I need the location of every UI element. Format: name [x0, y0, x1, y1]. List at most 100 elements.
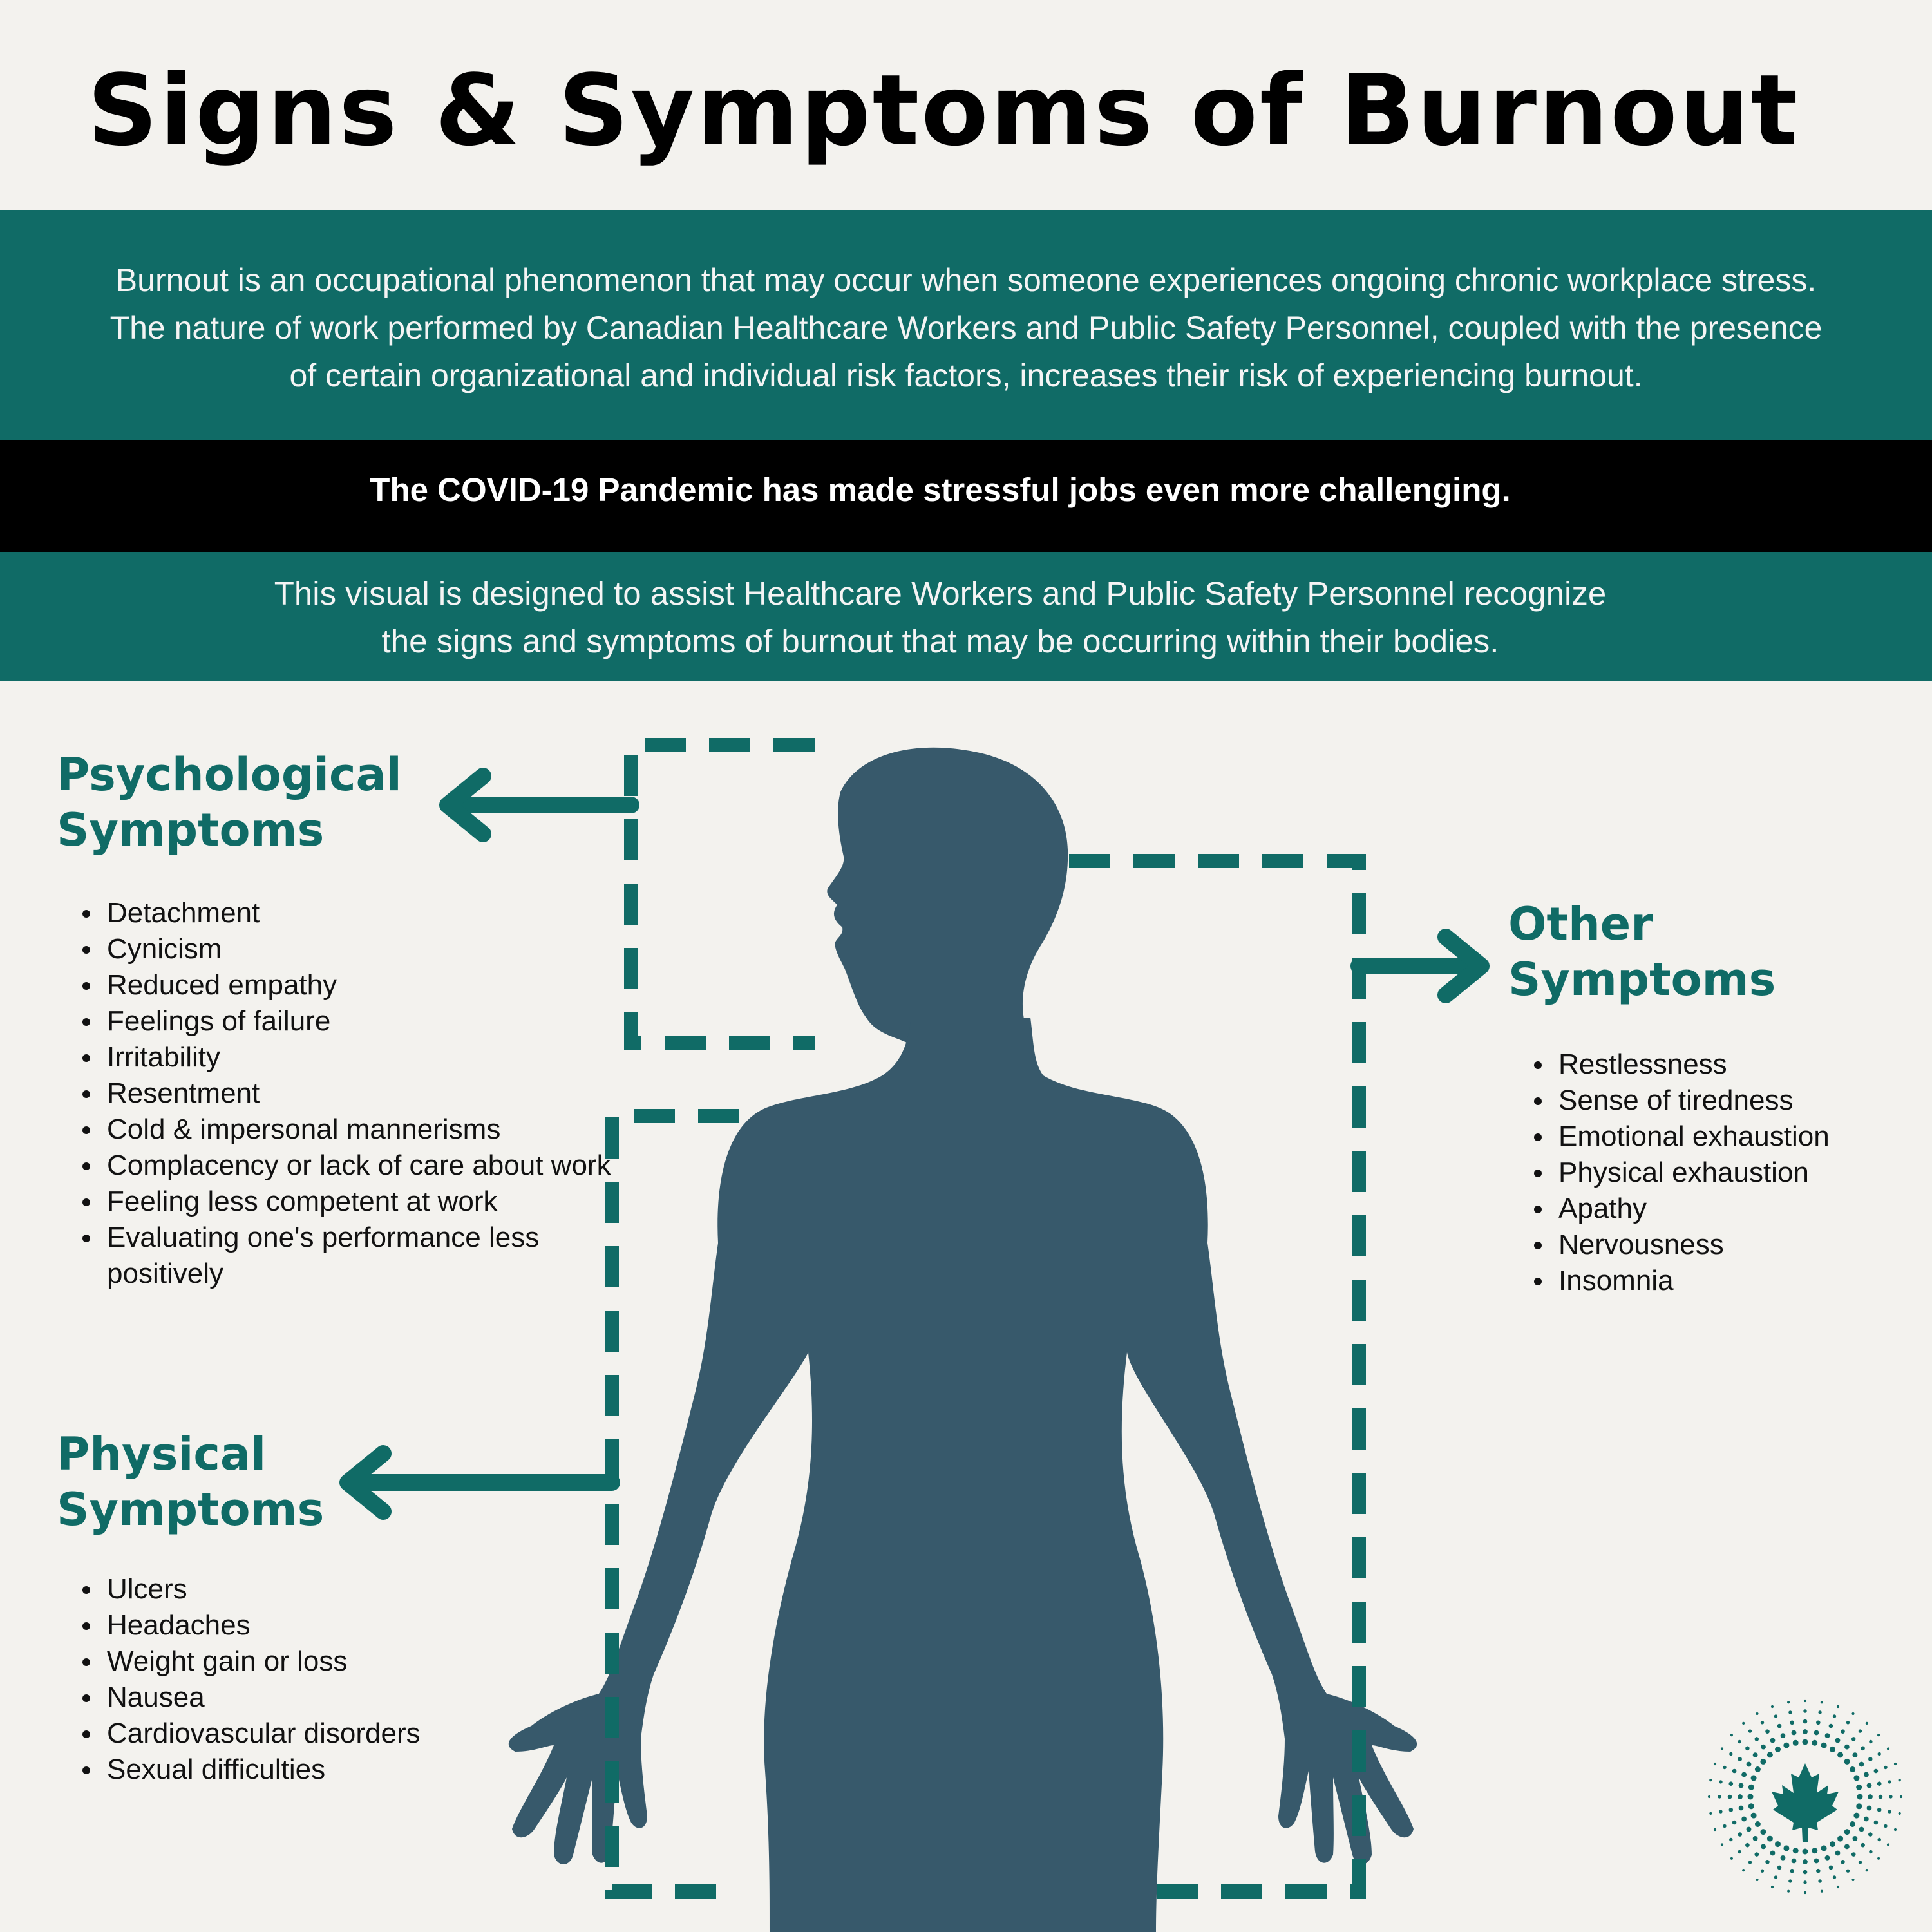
burst-dot — [1770, 1850, 1776, 1856]
burst-dot — [1742, 1869, 1745, 1872]
burst-dot — [1858, 1861, 1862, 1864]
burst-dot — [1877, 1781, 1882, 1786]
burst-dot — [1720, 1747, 1724, 1750]
burst-dot — [1865, 1721, 1868, 1725]
burst-dot — [1846, 1869, 1850, 1873]
burst-dot — [1748, 1861, 1752, 1864]
burst-dot — [1889, 1795, 1893, 1799]
burst-dot — [1830, 1841, 1835, 1848]
burst-dot — [1877, 1857, 1880, 1860]
heading-line: Symptoms — [57, 804, 325, 857]
burst-dot — [1766, 1752, 1773, 1758]
burst-dot — [1814, 1858, 1819, 1864]
burst-dot — [1869, 1739, 1873, 1744]
covid-banner-text: The COVID-19 Pandemic has made stressful… — [370, 471, 1511, 508]
burst-dot — [1821, 1845, 1827, 1852]
burst-dot — [1738, 1850, 1741, 1854]
burst-dot — [1783, 1845, 1790, 1852]
burst-dot — [1869, 1850, 1873, 1854]
physical-heading: Physical Symptoms — [57, 1426, 324, 1537]
burst-dot — [1818, 1879, 1822, 1883]
burst-dot — [1713, 1762, 1717, 1766]
head-box-dashed — [624, 738, 815, 1050]
burst-dot — [1770, 1705, 1774, 1709]
list-item: Cardiovascular disorders — [82, 1716, 596, 1752]
burst-dot — [1761, 1844, 1766, 1850]
burst-dot — [1791, 1730, 1797, 1736]
burst-dot — [1760, 1869, 1765, 1873]
burst-dot — [1877, 1837, 1881, 1842]
burst-dot — [1754, 1852, 1759, 1857]
burst-dot — [1816, 1868, 1821, 1873]
list-item: Resentment — [82, 1075, 648, 1112]
burst-dot — [1852, 1712, 1855, 1716]
dashed-highlight-boxes — [605, 738, 1366, 1899]
burst-dot — [1728, 1781, 1734, 1786]
burst-dot — [1738, 1794, 1743, 1799]
burst-dot — [1873, 1820, 1879, 1825]
burst-dot — [1787, 1701, 1790, 1704]
burst-dot — [1729, 1752, 1733, 1756]
burst-dot — [1760, 1758, 1766, 1765]
list-item: Cynicism — [82, 931, 648, 967]
burst-dot — [1770, 1885, 1774, 1889]
burst-dot — [1780, 1855, 1786, 1861]
other-arrow-icon — [1350, 929, 1490, 1003]
visual-note-band: This visual is designed to assist Health… — [0, 552, 1932, 681]
burst-dot — [1828, 1865, 1833, 1870]
burst-dot — [1792, 1848, 1799, 1854]
burst-dot — [1719, 1810, 1723, 1814]
burst-dot — [1853, 1775, 1860, 1781]
burst-dot — [1738, 1739, 1741, 1744]
burst-dot — [1812, 1739, 1818, 1746]
burst-dot — [1718, 1795, 1721, 1799]
burst-dot — [1774, 1714, 1778, 1718]
burst-dot — [1850, 1821, 1856, 1827]
burst-dot — [1803, 1699, 1807, 1703]
burst-dot — [1857, 1794, 1863, 1800]
list-item: Feeling less competent at work — [82, 1184, 648, 1220]
burst-dot — [1741, 1816, 1747, 1822]
burst-dot — [1788, 1879, 1792, 1883]
burst-dot — [1803, 1891, 1807, 1895]
burst-dot — [1791, 1858, 1797, 1864]
psychological-heading: Psychological Symptoms — [57, 747, 402, 858]
burst-dot — [1820, 1701, 1823, 1704]
burst-dot — [1835, 1738, 1841, 1743]
burst-dot — [1802, 1739, 1808, 1745]
burst-dot — [1713, 1828, 1717, 1832]
burst-dot — [1861, 1842, 1865, 1848]
burst-dot — [1745, 1746, 1750, 1751]
physical-arrow-icon — [339, 1445, 620, 1520]
burst-dot — [1866, 1783, 1872, 1788]
burst-dot — [1752, 1836, 1758, 1841]
burst-dot — [1893, 1762, 1897, 1766]
heading-line: Symptoms — [1508, 953, 1776, 1006]
burst-dot — [1730, 1734, 1733, 1737]
burst-dot — [1884, 1824, 1888, 1828]
heading-line: Other — [1508, 898, 1653, 951]
burst-dot — [1750, 1775, 1757, 1781]
burst-dot — [1852, 1836, 1858, 1841]
burst-dot — [1774, 1875, 1778, 1879]
visual-note-text: This visual is designed to assist Health… — [0, 570, 1880, 665]
burst-dot — [1886, 1843, 1890, 1846]
burst-dot — [1832, 1875, 1837, 1879]
burst-dot — [1837, 1835, 1844, 1842]
burst-dot — [1851, 1737, 1856, 1741]
burst-dot — [1818, 1710, 1822, 1714]
burst-dot — [1719, 1780, 1723, 1784]
burst-dot — [1738, 1832, 1742, 1837]
burst-dot — [1898, 1812, 1901, 1815]
burst-dot — [1746, 1826, 1752, 1832]
burst-dot — [1824, 1855, 1830, 1861]
physical-symptom-list: Ulcers Headaches Weight gain or loss Nau… — [57, 1571, 596, 1788]
burst-dot — [1837, 1752, 1844, 1758]
burst-dot — [1803, 1719, 1808, 1724]
list-item: Detachment — [82, 895, 648, 931]
burst-dot — [1709, 1779, 1712, 1782]
psychological-arrow-icon — [439, 768, 639, 842]
burst-dot — [1841, 1729, 1845, 1734]
burst-dot — [1832, 1714, 1837, 1718]
burst-dot — [1766, 1835, 1773, 1842]
